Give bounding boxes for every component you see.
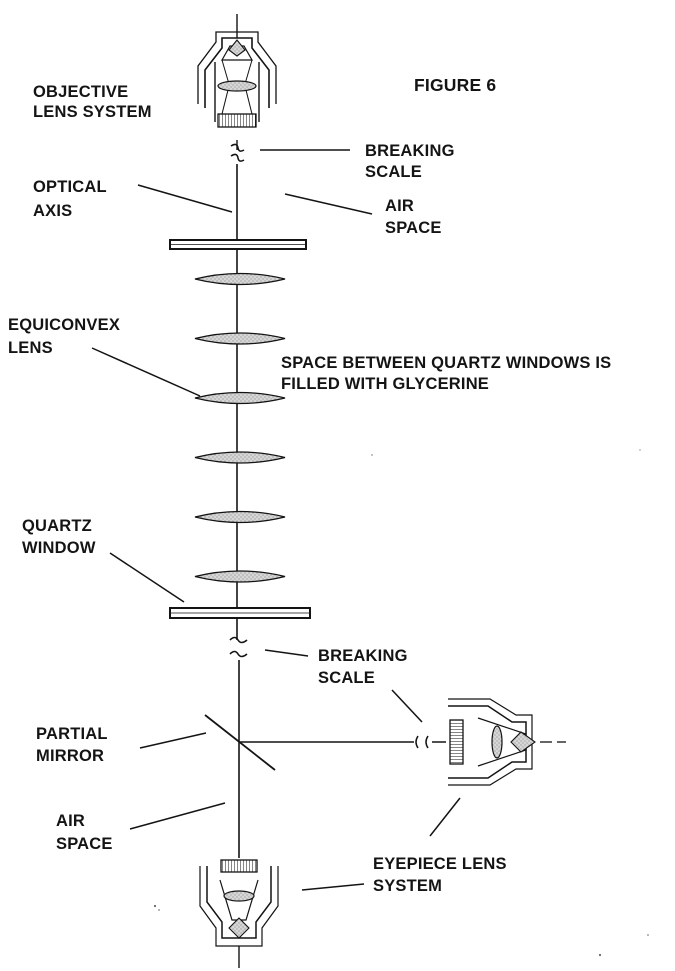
leader-air-space-top: [284, 193, 373, 215]
label-partial-mirror: PARTIAL MIRROR: [36, 725, 112, 765]
label-quartz-window: QUARTZ WINDOW: [22, 517, 97, 557]
leader-lines: [91, 149, 461, 891]
label-eyepiece: EYEPIECE LENS SYSTEM: [373, 855, 512, 895]
objective-lens-system: [197, 31, 277, 128]
equiconvex-lens: [194, 391, 286, 405]
quartz-window-top: [169, 239, 307, 250]
leader-breaking-scale-right: [391, 689, 423, 723]
leader-bottom-lens: [301, 883, 365, 891]
leader-breaking-scale-bottom: [264, 649, 309, 657]
equiconvex-lens: [194, 510, 286, 524]
leader-equiconvex-lens: [91, 347, 201, 397]
eyepiece-lens-system: [448, 698, 536, 786]
label-optical-axis: OPTICAL AXIS: [33, 178, 111, 220]
figure-title: FIGURE 6: [414, 75, 496, 95]
horizontal-optical-axis: [239, 735, 566, 749]
label-glycerine-note: SPACE BETWEEN QUARTZ WINDOWS IS FILLED W…: [281, 354, 616, 393]
leader-optical-axis: [137, 184, 233, 213]
quartz-window-bottom: [169, 607, 311, 619]
breaking-scale-bottom-mark: [229, 636, 248, 658]
leader-air-space-bottom: [129, 802, 226, 830]
label-equiconvex-lens: EQUICONVEX LENS: [8, 316, 125, 357]
leader-eyepiece: [429, 797, 461, 837]
leader-quartz-window: [109, 552, 185, 603]
bottom-lens-system: [199, 859, 279, 947]
equiconvex-lens-group: [194, 272, 286, 583]
label-air-space-bottom: AIR SPACE: [56, 812, 113, 853]
breaking-scale-top-mark: [230, 143, 245, 162]
equiconvex-lens: [194, 570, 286, 583]
label-air-space-top: AIR SPACE: [385, 197, 442, 237]
equiconvex-lens: [194, 332, 286, 345]
label-objective: OBJECTIVE LENS SYSTEM: [33, 83, 152, 121]
equiconvex-lens: [194, 272, 286, 286]
leader-partial-mirror: [139, 732, 207, 749]
label-breaking-scale-bottom: BREAKING SCALE: [318, 647, 412, 687]
equiconvex-lens: [194, 451, 286, 464]
scan-specks: [153, 449, 649, 957]
label-breaking-scale-top: BREAKING SCALE: [365, 142, 459, 181]
